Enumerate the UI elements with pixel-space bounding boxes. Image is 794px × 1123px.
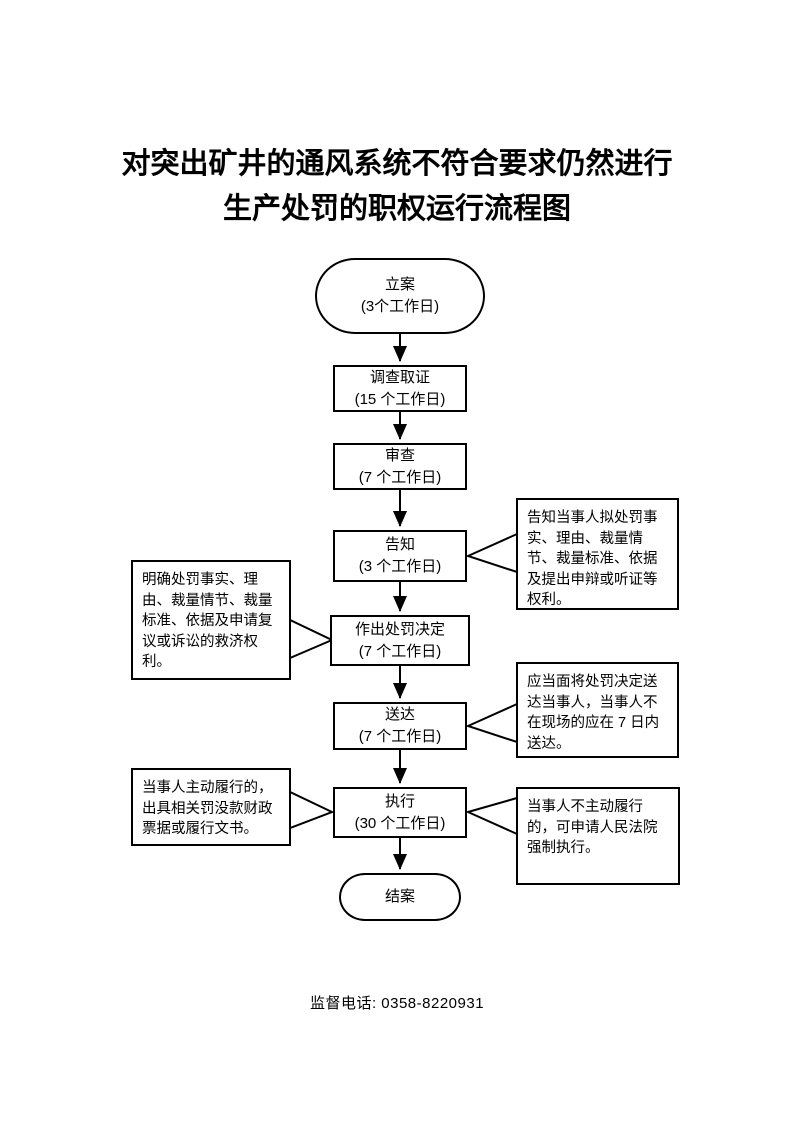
node-notification: 告知 (3 个工作日) [333,530,467,582]
node-case-filing-duration: (3个工作日) [360,298,440,315]
node-decision-duration: (7 个工作日) [358,642,442,660]
node-notification-duration: (3 个工作日) [358,558,442,575]
node-investigation-duration: (15 个工作日) [354,390,446,408]
callout-wedge-execution-right [465,796,518,836]
node-notification-label: 告知 [384,536,415,554]
node-delivery-label: 送达 [384,706,415,724]
node-decision-label: 作出处罚决定 [354,620,445,638]
supervision-phone: 监督电话: 0358-8220931 [309,995,485,1012]
annotation-delivery-right: 应当面将处罚决定送达当事人，当事人不在现场的应在 7 日内送达。 [516,662,679,758]
node-case-filing: 立案 (3个工作日) [315,258,485,334]
page-title: 对突出矿井的通风系统不符合要求仍然进行 生产处罚的职权运行流程图 [0,142,794,232]
callout-wedge-notification-right [465,532,518,574]
node-review: 审查 (7 个工作日) [333,443,467,490]
node-investigation-label: 调查取证 [369,368,430,386]
annotation-execution-left-text: 当事人主动履行的，出具相关罚没款财政票据或履行文书。 [142,780,273,838]
node-review-label: 审查 [384,446,415,464]
callout-wedge-delivery-right [465,702,518,744]
node-decision: 作出处罚决定 (7 个工作日) [330,615,470,666]
annotation-execution-left: 当事人主动履行的，出具相关罚没款财政票据或履行文书。 [131,768,291,846]
annotation-execution-right: 当事人不主动履行的，可申请人民法院强制执行。 [516,787,680,885]
node-delivery: 送达 (7 个工作日) [333,702,467,750]
node-delivery-duration: (7 个工作日) [358,728,442,745]
page-title-line1: 对突出矿井的通风系统不符合要求仍然进行 [121,148,673,180]
annotation-execution-right-text: 当事人不主动履行的，可申请人民法院强制执行。 [527,799,658,857]
annotation-notification-right: 告知当事人拟处罚事实、理由、裁量情节、裁量标准、依据及提出申辩或听证等权利。 [516,498,679,610]
annotation-delivery-right-text: 应当面将处罚决定送达当事人，当事人不在现场的应在 7 日内送达。 [527,674,660,752]
node-execution-duration: (30 个工作日) [354,814,446,832]
annotation-notification-right-text: 告知当事人拟处罚事实、理由、裁量情节、裁量标准、依据及提出申辩或听证等权利。 [527,510,658,609]
node-review-duration: (7 个工作日) [358,468,442,486]
node-case-closed: 结案 [339,873,461,921]
node-investigation: 调查取证 (15 个工作日) [333,365,467,412]
node-execution-label: 执行 [384,792,415,810]
node-execution: 执行 (30 个工作日) [333,787,467,838]
callout-wedge-decision-left [289,618,335,660]
node-case-closed-label: 结案 [384,888,415,906]
node-case-filing-label: 立案 [384,276,415,294]
callout-wedge-execution-left [289,790,335,830]
annotation-decision-left: 明确处罚事实、理由、裁量情节、裁量标准、依据及申请复议或诉讼的救济权利。 [131,560,291,680]
annotation-decision-left-text: 明确处罚事实、理由、裁量情节、裁量标准、依据及申请复议或诉讼的救济权利。 [142,572,273,671]
page-title-line2: 生产处罚的职权运行流程图 [222,192,571,225]
